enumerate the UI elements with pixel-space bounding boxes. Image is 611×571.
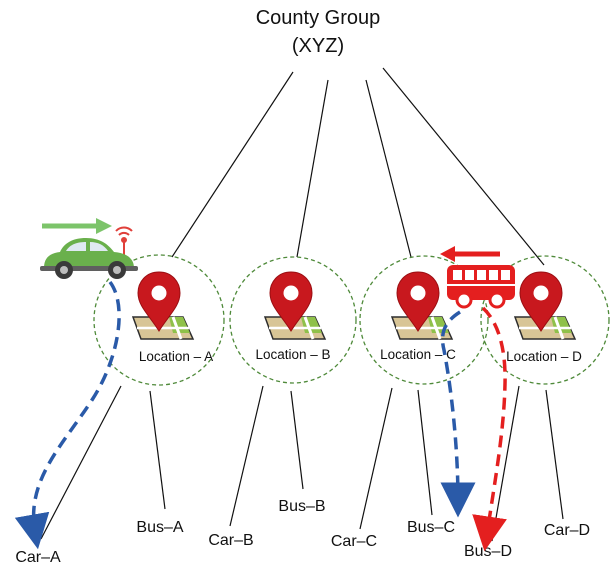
connector-bus-b — [290, 390, 304, 490]
arrow-right-icon — [42, 218, 112, 234]
location-a-circle — [93, 254, 225, 386]
diagram-subtitle: (XYZ) — [292, 35, 344, 57]
leaf-car-d: Car–D — [544, 522, 590, 539]
arrow-left-icon — [440, 246, 500, 262]
connector-car-b — [229, 385, 264, 527]
location-a-icon — [131, 270, 195, 341]
leaf-car-c: Car–C — [331, 533, 377, 550]
car-icon — [40, 238, 138, 279]
location-circles — [93, 254, 610, 386]
wifi-signal-icon — [115, 226, 133, 256]
location-b-icon — [263, 270, 327, 341]
leaf-bus-c: Bus–C — [407, 519, 455, 536]
location-a-label: Location – A — [139, 349, 213, 364]
bus-icon — [447, 265, 515, 309]
leaf-connectors — [40, 385, 564, 542]
leaf-bus-b: Bus–B — [278, 498, 325, 515]
location-b-circle — [229, 256, 357, 384]
location-d-icon — [513, 270, 577, 341]
location-c-circle — [359, 255, 489, 385]
leaf-car-b: Car–B — [208, 532, 253, 549]
bus-c-path-arrow — [440, 310, 476, 518]
location-b-label: Location – B — [255, 347, 330, 362]
connector-to-location-c — [365, 79, 412, 258]
leaf-car-a: Car–A — [15, 549, 61, 566]
connector-bus-a — [149, 390, 166, 510]
connector-car-d — [545, 389, 564, 520]
connector-car-a — [40, 385, 122, 540]
connector-to-location-a — [171, 71, 294, 258]
car-a-path-arrow — [14, 280, 121, 550]
leaf-bus-a: Bus–A — [136, 519, 183, 536]
root-connectors — [171, 67, 545, 266]
location-d-circle — [480, 255, 610, 385]
leaf-bus-d: Bus–D — [464, 543, 512, 560]
connector-to-location-d — [382, 67, 545, 266]
bus-d-path-arrow — [472, 306, 507, 552]
diagram-title: County Group — [256, 7, 381, 29]
connector-bus-c — [417, 389, 433, 516]
location-d-label: Location – D — [506, 349, 582, 364]
connector-car-c — [359, 387, 393, 530]
connector-to-location-b — [296, 79, 329, 258]
location-c-label: Location – C — [380, 347, 456, 362]
